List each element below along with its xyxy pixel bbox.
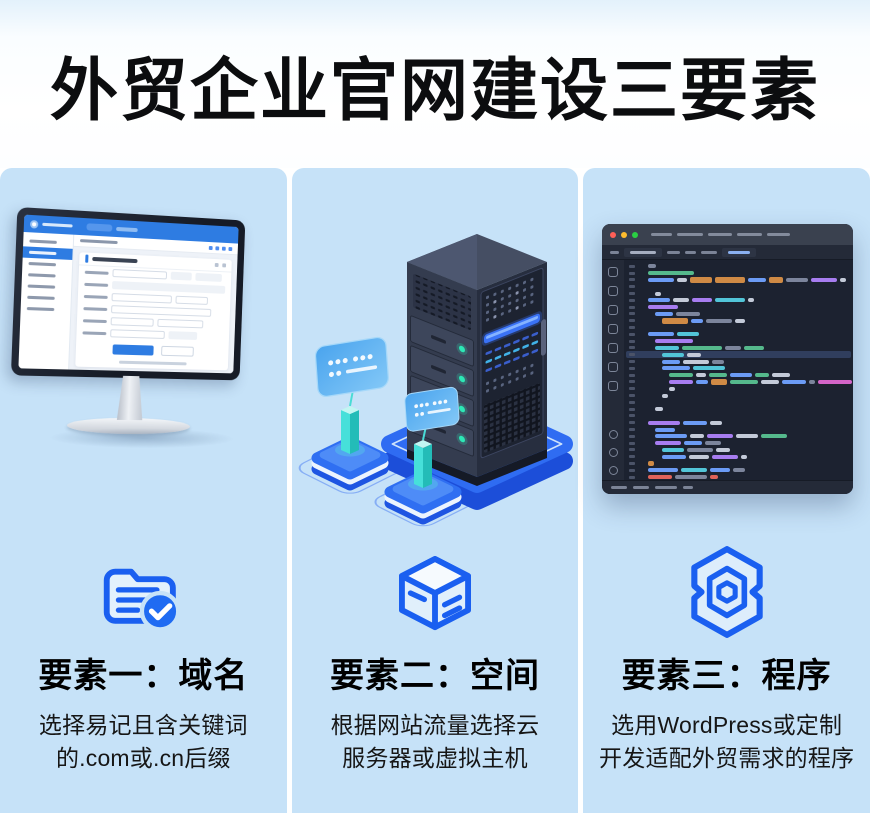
dashboard-sidebar xyxy=(18,231,75,372)
admin-dashboard-screen xyxy=(18,214,239,374)
server-cube-icon xyxy=(398,556,471,631)
panel-program-heading: 要素三：程序 xyxy=(621,657,832,695)
domain-form-card xyxy=(75,252,232,371)
form-submit-button xyxy=(112,344,154,356)
editor-statusbar xyxy=(602,480,854,494)
monitor-illustration xyxy=(0,168,287,540)
close-icon xyxy=(610,231,617,238)
panel-domain-heading: 要素一：域名 xyxy=(38,657,249,695)
zoom-icon xyxy=(632,231,639,238)
server-scene xyxy=(298,234,573,527)
server-illustration xyxy=(292,168,579,540)
panel-program-desc: 选用WordPress或定制开发适配外贸需求的程序 xyxy=(599,712,855,772)
server-handle xyxy=(540,319,546,356)
panel-domain-desc: 选择易记且含关键词的.com或.cn后缀 xyxy=(38,712,248,772)
form-cancel-button xyxy=(161,345,194,357)
dashboard-content xyxy=(69,234,239,374)
editor-titlebar xyxy=(602,224,854,245)
editor-activity-bar xyxy=(602,260,625,480)
monitor-stand-neck xyxy=(117,376,144,420)
monitor-bezel xyxy=(10,206,246,381)
panel-hosting-heading: 要素二：空间 xyxy=(329,657,540,695)
panel-hosting-desc: 根据网站流量选择云服务器或虚拟主机 xyxy=(330,712,540,772)
minimize-icon xyxy=(621,231,628,238)
three-columns: 要素一：域名 选择易记且含关键词的.com或.cn后缀 xyxy=(0,168,870,813)
editor-code-area xyxy=(624,260,853,480)
credential-card-left xyxy=(313,335,390,399)
dashboard-logo-icon xyxy=(29,219,39,229)
code-editor-window xyxy=(602,224,854,494)
panel-hosting: 要素二：空间 根据网站流量选择云服务器或虚拟主机 xyxy=(291,168,579,813)
page-title: 外贸企业官网建设三要素 xyxy=(49,52,820,129)
document-check-icon xyxy=(104,568,181,632)
hexagon-gear-icon xyxy=(690,546,763,638)
pedestal-left xyxy=(317,406,383,485)
panel-program: 要素三：程序 选用WordPress或定制开发适配外贸需求的程序 xyxy=(583,168,870,813)
page-header: 外贸企业官网建设三要素 xyxy=(0,0,870,168)
credential-card-front xyxy=(403,385,460,433)
panel-domain: 要素一：域名 选择易记且含关键词的.com或.cn后缀 xyxy=(0,168,287,813)
monitor-shadow xyxy=(49,427,235,449)
code-editor-illustration xyxy=(583,168,870,540)
editor-tabstrip xyxy=(602,245,854,260)
